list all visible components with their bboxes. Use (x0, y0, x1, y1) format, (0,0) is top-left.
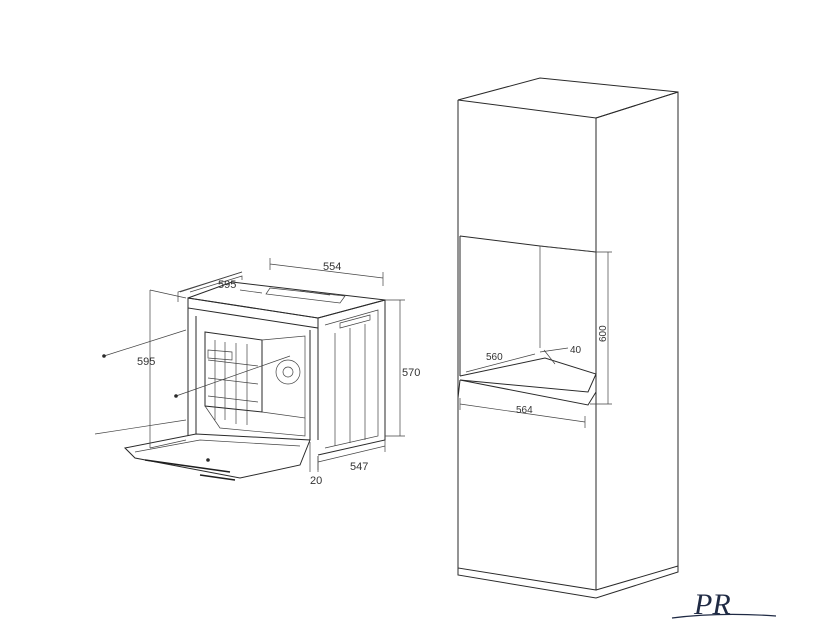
dim-niche-height: 600 (598, 325, 609, 342)
dim-oven-depth-bottom: 547 (350, 461, 368, 473)
dim-niche-depth: 560 (486, 352, 503, 363)
brand-logo: PR (671, 588, 777, 621)
oven-drawing (123, 281, 386, 481)
dim-niche-width: 564 (516, 405, 533, 416)
cabinet-dimension-lines (459, 251, 612, 428)
oven-dimension-lines (94, 258, 405, 472)
dim-oven-depth-top: 554 (323, 261, 341, 273)
dim-oven-height-right: 570 (402, 367, 420, 379)
cabinet-drawing (457, 77, 679, 599)
dim-oven-height-left: 595 (137, 356, 155, 368)
dim-oven-width: 595 (218, 279, 236, 291)
dim-door-offset: 20 (310, 475, 322, 487)
dim-vent-gap: 40 (570, 345, 582, 356)
